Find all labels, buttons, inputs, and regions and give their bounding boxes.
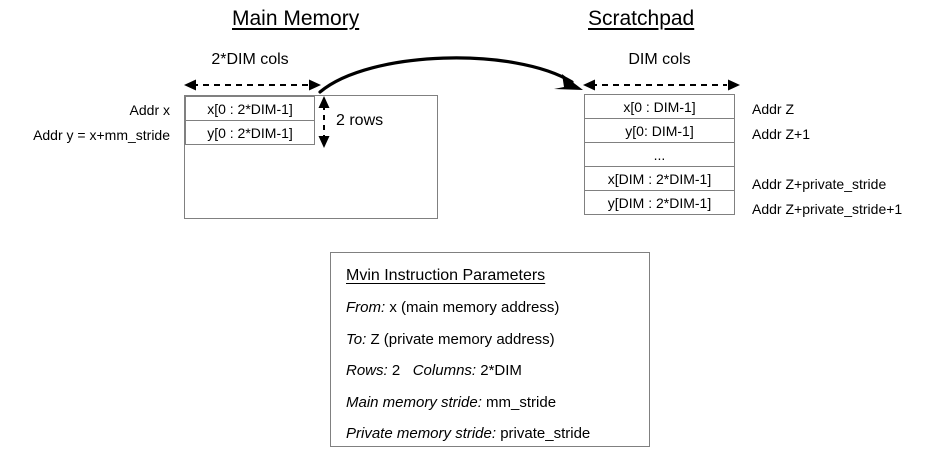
mvin-parameters-box: Mvin Instruction Parameters From: x (mai… <box>330 252 650 447</box>
mvin-param-rows-label: Rows: <box>346 362 388 379</box>
mvin-param-mm-stride-label: Main memory stride: <box>346 394 482 411</box>
mvin-param-rows-value: 2 <box>391 362 401 379</box>
scratchpad-cell-3: x[DIM : 2*DIM-1] <box>584 166 735 191</box>
main-memory-cols-dimension-arrow <box>180 74 325 96</box>
main-memory-region-box <box>184 95 438 219</box>
main-memory-rows-caption: 2 rows <box>336 112 384 129</box>
mvin-param-mm-stride-value: mm_stride <box>486 394 557 411</box>
main-memory-rows-dimension-arrow <box>316 93 338 151</box>
mvin-param-columns-label: Columns: <box>412 362 477 379</box>
mvin-param-columns-value: 2*DIM <box>480 362 522 379</box>
mvin-param-main-memory-stride: Main memory stride: mm_stride <box>346 393 556 412</box>
main-memory-cell-stack: x[0 : 2*DIM-1] y[0 : 2*DIM-1] <box>185 96 315 145</box>
mvin-param-private-stride-label: Private memory stride: <box>346 425 497 442</box>
mvin-transfer-arrow <box>300 45 600 105</box>
scratchpad-cols-caption: DIM cols <box>628 51 691 68</box>
scratchpad-title: Scratchpad <box>588 7 695 30</box>
scratchpad-cell-stack: x[0 : DIM-1] y[0: DIM-1] ... x[DIM : 2*D… <box>584 94 735 215</box>
mvin-param-to-label: To: <box>346 331 367 348</box>
mvin-param-private-stride-value: private_stride <box>500 425 591 442</box>
scratchpad-cell-1: y[0: DIM-1] <box>584 118 735 143</box>
scratchpad-addr-label-4: Addr Z+private_stride+1 <box>752 201 903 217</box>
mvin-param-from-label: From: <box>346 299 386 316</box>
scratchpad-addr-label-1: Addr Z+1 <box>752 126 810 142</box>
mvin-param-to-value: Z (private memory address) <box>370 331 555 348</box>
scratchpad-addr-label-3: Addr Z+private_stride <box>752 176 887 192</box>
main-memory-addr-label-x: Addr x <box>129 102 170 118</box>
scratchpad-cell-4: y[DIM : 2*DIM-1] <box>584 190 735 215</box>
scratchpad-cell-ellipsis: ... <box>584 142 735 167</box>
scratchpad-cols-dimension-arrow <box>579 74 744 96</box>
mvin-parameters-title: Mvin Instruction Parameters <box>346 267 546 284</box>
main-memory-title: Main Memory <box>232 7 360 30</box>
mvin-param-private-memory-stride: Private memory stride: private_stride <box>346 424 590 443</box>
mvin-param-rows-columns: Rows: 2 Columns: 2*DIM <box>346 361 522 380</box>
scratchpad-addr-label-0: Addr Z <box>752 101 795 117</box>
main-memory-cell-x: x[0 : 2*DIM-1] <box>185 96 315 121</box>
main-memory-addr-label-y: Addr y = x+mm_stride <box>33 127 170 143</box>
mvin-param-from: From: x (main memory address) <box>346 298 559 317</box>
scratchpad-cell-0: x[0 : DIM-1] <box>584 94 735 119</box>
mvin-param-from-value: x (main memory address) <box>389 299 560 316</box>
mvin-param-to: To: Z (private memory address) <box>346 330 555 349</box>
main-memory-cols-caption: 2*DIM cols <box>211 51 289 68</box>
main-memory-cell-y: y[0 : 2*DIM-1] <box>185 120 315 145</box>
